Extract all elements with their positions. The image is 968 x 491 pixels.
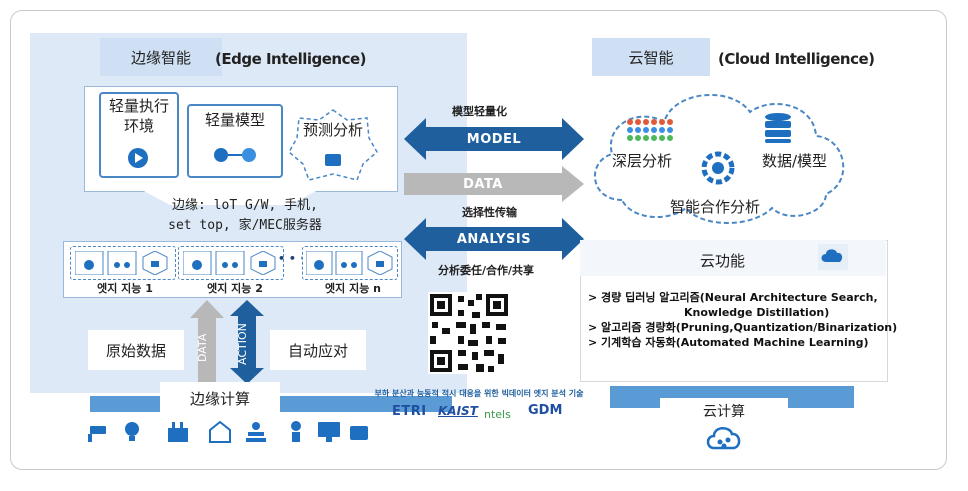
model-arrow [404, 118, 584, 160]
deep-analysis-label: 深层分析 [612, 152, 673, 170]
cloud-bullet-1: > 경량 딥러닝 알고리즘(Neural Architecture Search… [588, 291, 878, 304]
analysis-caption: 分析委任/合作/共享 [438, 264, 535, 277]
prediction-card: 预测分析 [287, 108, 379, 182]
runtime-env-label: 轻量执行环境 [108, 97, 169, 135]
edge-node-1-unit [70, 246, 176, 280]
cloud-computing-box: 云计算 [660, 398, 788, 424]
analysis-arrow [404, 218, 584, 260]
edge-node-2-icons [183, 251, 276, 275]
light-model-label: 轻量模型 [204, 111, 265, 129]
database-icon [765, 113, 791, 143]
action-vertical-label: ACTION [236, 323, 249, 365]
data-arrow-label: DATA [463, 176, 503, 192]
cooperation-gear-icon [701, 151, 735, 185]
auto-response-label: 自动应对 [287, 341, 348, 360]
prediction-label: 预测分析 [302, 121, 363, 139]
data-right-arrow [404, 166, 584, 202]
edge-computing-label: 边缘计算 [189, 389, 250, 408]
edge-devices-line1: 边缘: loT G/W, 手机, [172, 198, 318, 213]
raw-data-label: 原始数据 [105, 341, 166, 360]
edge-node-2-unit [178, 246, 284, 280]
dot-matrix-icon [627, 119, 673, 141]
cloud-function-icon [818, 244, 848, 270]
edge-node-2-label: 엣지 지능 2 [207, 282, 263, 295]
edge-title: 边缘智能 [130, 48, 191, 67]
edge-title-en: (Edge Intelligence) [215, 50, 367, 68]
cloud-function-title: 云功能 [700, 252, 746, 270]
ntels-logo: ntels [484, 408, 511, 421]
smart-cooperation-label: 智能合作分析 [670, 198, 761, 216]
cloud-bullet-3: > 기계학습 자동화(Automated Machine Learning) [588, 336, 869, 349]
auto-response-box: 自动应对 [270, 330, 366, 370]
cloud-title-box: 云智能 [592, 38, 710, 76]
prediction-badge-icon [288, 109, 378, 181]
gdm-logo: GDM [528, 403, 563, 418]
edge-computing-box: 边缘计算 [160, 382, 280, 414]
cloud-bullet-2: > 알고리즘 경량화(Pruning,Quantization/Binariza… [588, 321, 898, 334]
data-caption: 选择性传输 [462, 206, 517, 219]
model-nodes-icon [214, 148, 256, 162]
edge-node-n-label: 엣지 지능 n [325, 282, 381, 295]
cloud-bullet-1-cont: Knowledge Distillation) [684, 306, 830, 319]
factory-icon [168, 422, 188, 442]
plant-sensor-icon [291, 421, 301, 442]
callout-pointer [140, 189, 320, 205]
edge-node-n-icons [306, 251, 393, 275]
kaist-logo: KAIST [438, 404, 478, 418]
monitor-icon [318, 422, 340, 442]
runtime-gear-icon [128, 148, 148, 168]
edge-node-1-icons [75, 251, 168, 275]
edge-device-icons [88, 420, 368, 443]
etri-logo: ETRI [392, 404, 427, 419]
model-arrow-label: MODEL [466, 131, 522, 147]
model-caption: 模型轻量化 [452, 105, 507, 118]
edge-devices-line2: set top, 家/MEC服务器 [168, 218, 322, 233]
cloud-title: 云智能 [628, 48, 674, 67]
bulb-icon [125, 422, 139, 441]
cloud-network-icon [706, 427, 741, 450]
qr-code-icon [428, 292, 510, 374]
edge-node-1-label: 엣지 지능 1 [97, 282, 153, 295]
raw-data-box: 原始数据 [88, 330, 184, 370]
tech-caption: 부하 분산과 능동적 적시 대응을 위한 빅데이터 엣지 분석 기술 [374, 389, 584, 398]
edge-devices-text: 边缘: loT G/W, 手机, set top, 家/MEC服务器 [135, 196, 355, 236]
edge-title-box: 边缘智能 [100, 38, 222, 76]
smart-home-icon [209, 420, 231, 443]
data-model-label: 数据/模型 [762, 152, 828, 170]
cloud-computing-label: 云计算 [703, 404, 745, 420]
cloud-title-en: (Cloud Intelligence) [718, 50, 875, 68]
light-model-card: 轻量模型 [187, 104, 283, 178]
analysis-arrow-label: ANALYSIS [456, 231, 532, 247]
car-icon [350, 426, 368, 440]
edge-node-n-unit [302, 246, 398, 280]
action-updown-arrow [230, 300, 264, 384]
data-vertical-label: DATA [196, 333, 209, 363]
data-up-arrow [190, 300, 224, 384]
cctv-icon [88, 426, 106, 442]
runtime-env-card: 轻量执行环境 [99, 92, 179, 178]
network-icon [246, 422, 266, 442]
